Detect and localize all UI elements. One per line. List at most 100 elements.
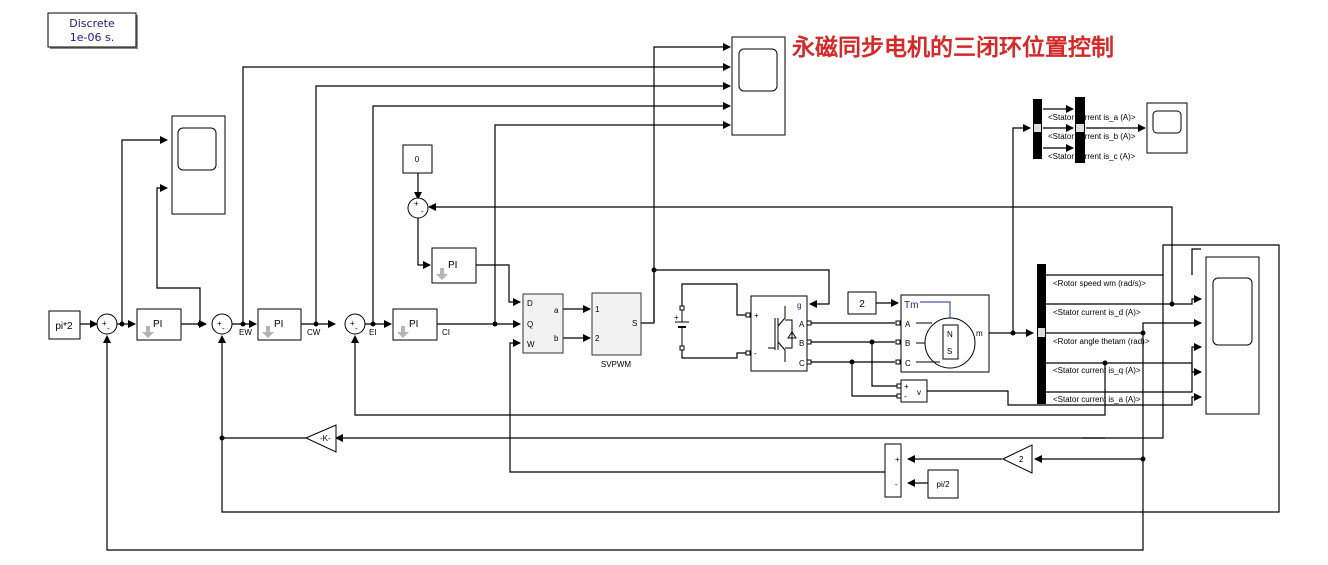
port-b-label: b <box>554 334 559 343</box>
motor-m-label: m <box>976 329 983 338</box>
ref-constant-value: pi*2 <box>55 321 73 332</box>
scope-screen-icon <box>177 127 217 171</box>
pole-pair-gain-block[interactable]: 2 <box>1001 444 1033 474</box>
scope-top[interactable] <box>731 36 786 136</box>
scope-screen-icon <box>1152 110 1182 134</box>
speed-pi-block[interactable]: PI <box>257 308 302 341</box>
powergui-sample-time: 1e-06 s. <box>70 31 114 44</box>
port-a-label: a <box>554 306 559 315</box>
sum-plus-sign: + <box>217 319 222 328</box>
inverter-plus-label: + <box>754 311 759 320</box>
pi-label: PI <box>274 319 283 330</box>
d-current-sum-block[interactable]: + - <box>407 197 429 219</box>
port-w-label: W <box>527 340 535 349</box>
pi-half-value: pi/2 <box>937 480 950 489</box>
speed-gain-block[interactable]: -K- <box>304 424 337 453</box>
signal-label-ci: CI <box>442 328 450 337</box>
signal-label-ew: EW <box>239 328 252 337</box>
bus-label-stator-ia: <Stator current is_a (A)> <box>1053 395 1141 404</box>
bus-selector-phase[interactable] <box>1033 97 1085 163</box>
scope-right[interactable] <box>1205 256 1260 415</box>
zero-constant-value: 0 <box>415 155 420 164</box>
inverter-c-label: C <box>799 359 805 368</box>
position-pi-block[interactable]: PI <box>136 308 182 341</box>
signal-lines <box>80 43 1280 551</box>
bus-label-rotor-angle: <Rotor angle thetam (rad)> <box>1053 337 1150 346</box>
bus-label-rotor-speed: <Rotor speed wm (rad/s)> <box>1053 279 1146 288</box>
pi-label: PI <box>448 260 457 271</box>
down-arrow-icon <box>436 268 448 280</box>
bus-label-is-a: <Stator current is_a (A)> <box>1048 113 1136 122</box>
igbt-diode-icon <box>768 306 797 362</box>
inverter-a-label: A <box>799 320 805 329</box>
gain-2-label: 2 <box>1019 455 1024 464</box>
current-pi-block[interactable]: PI <box>392 308 438 341</box>
dc-voltage-source[interactable]: + <box>674 305 689 351</box>
motor-s-label: S <box>947 347 952 356</box>
bus-selector-main[interactable] <box>1037 264 1046 404</box>
sum-plus-sign: + <box>350 319 355 328</box>
sub-plus-label: + <box>895 455 900 464</box>
scope-phase-currents[interactable] <box>1146 102 1188 154</box>
pi-label: PI <box>153 319 162 330</box>
sum-plus-sign: + <box>414 199 419 208</box>
bus-label-stator-iq: <Stator current is_q (A)> <box>1053 366 1141 375</box>
bus-label-is-b: <Stator current is_b (A)> <box>1048 132 1136 141</box>
bus-label-stator-id: <Stator current is_d (A)> <box>1053 308 1141 317</box>
bus-selector-main-labels: <Rotor speed wm (rad/s)> <Stator current… <box>1053 279 1150 404</box>
speed-sum-block[interactable]: + - <box>211 313 233 335</box>
pi-label: PI <box>409 319 418 330</box>
powergui-block[interactable]: Discrete 1e-06 s. <box>47 12 138 49</box>
sum-minus-sign: - <box>421 207 424 216</box>
vmeas-minus-label: - <box>904 392 907 401</box>
zero-constant-block[interactable]: 0 <box>402 144 433 174</box>
diagram-title: 永磁同步电机的三闭环位置控制 <box>792 34 1114 61</box>
ref-constant-block[interactable]: pi*2 <box>48 310 81 340</box>
signal-label-cw: CW <box>307 328 321 337</box>
motor-a-label: A <box>905 320 911 329</box>
down-arrow-icon <box>262 326 274 338</box>
scope-screen-icon <box>738 48 778 92</box>
down-arrow-icon <box>397 326 409 338</box>
svpwm-in1-label: 1 <box>595 305 600 314</box>
motor-n-label: N <box>947 330 953 339</box>
svg-text:+: + <box>674 313 679 322</box>
inverter-minus-label: - <box>754 349 757 358</box>
inverter-block[interactable]: + - g A B C <box>745 295 812 372</box>
bus-selector-phase-labels: <Stator current is_a (A)> <Stator curren… <box>1048 113 1136 161</box>
svpwm-block[interactable]: 1 2 S SVPWM <box>591 292 642 369</box>
scope-screen-icon <box>1212 277 1253 346</box>
sum-plus-sign: + <box>102 319 107 328</box>
inverter-b-label: B <box>799 339 804 348</box>
pmsm-block[interactable]: Tm A B C m N S <box>895 294 990 373</box>
svpwm-out-label: S <box>632 319 637 328</box>
motor-b-label: B <box>905 339 910 348</box>
sub-minus-label: - <box>895 480 898 489</box>
sum-minus-sign: - <box>222 324 225 333</box>
voltage-measurement-block[interactable]: + - v <box>896 379 928 403</box>
motor-c-label: C <box>905 359 911 368</box>
dq-to-alphabeta-block[interactable]: D Q W a b <box>522 293 564 354</box>
port-q-label: Q <box>527 320 533 329</box>
powergui-mode: Discrete <box>69 17 115 30</box>
angle-offset-constant[interactable]: pi/2 <box>927 469 959 499</box>
bus-label-is-c: <Stator current is_c (A)> <box>1048 152 1135 161</box>
position-sum-block[interactable]: + - <box>96 313 118 335</box>
svpwm-in2-label: 2 <box>595 334 600 343</box>
sum-minus-sign: - <box>107 324 110 333</box>
torque-constant-value: 2 <box>859 299 865 310</box>
d-current-pi-block[interactable]: PI <box>431 247 477 284</box>
signal-label-ei: EI <box>369 328 377 337</box>
angle-subtract-block[interactable]: + - <box>884 443 902 498</box>
torque-constant-block[interactable]: 2 <box>847 291 877 315</box>
port-d-label: D <box>527 299 533 308</box>
junction-dots <box>119 267 1175 462</box>
svpwm-name: SVPWM <box>601 360 632 369</box>
inverter-g-label: g <box>797 301 801 310</box>
vmeas-v-label: v <box>917 388 921 397</box>
down-arrow-icon <box>142 326 154 338</box>
scope-left[interactable] <box>171 115 226 215</box>
motor-tm-label: Tm <box>904 300 918 311</box>
current-sum-block[interactable]: + - <box>344 313 366 335</box>
